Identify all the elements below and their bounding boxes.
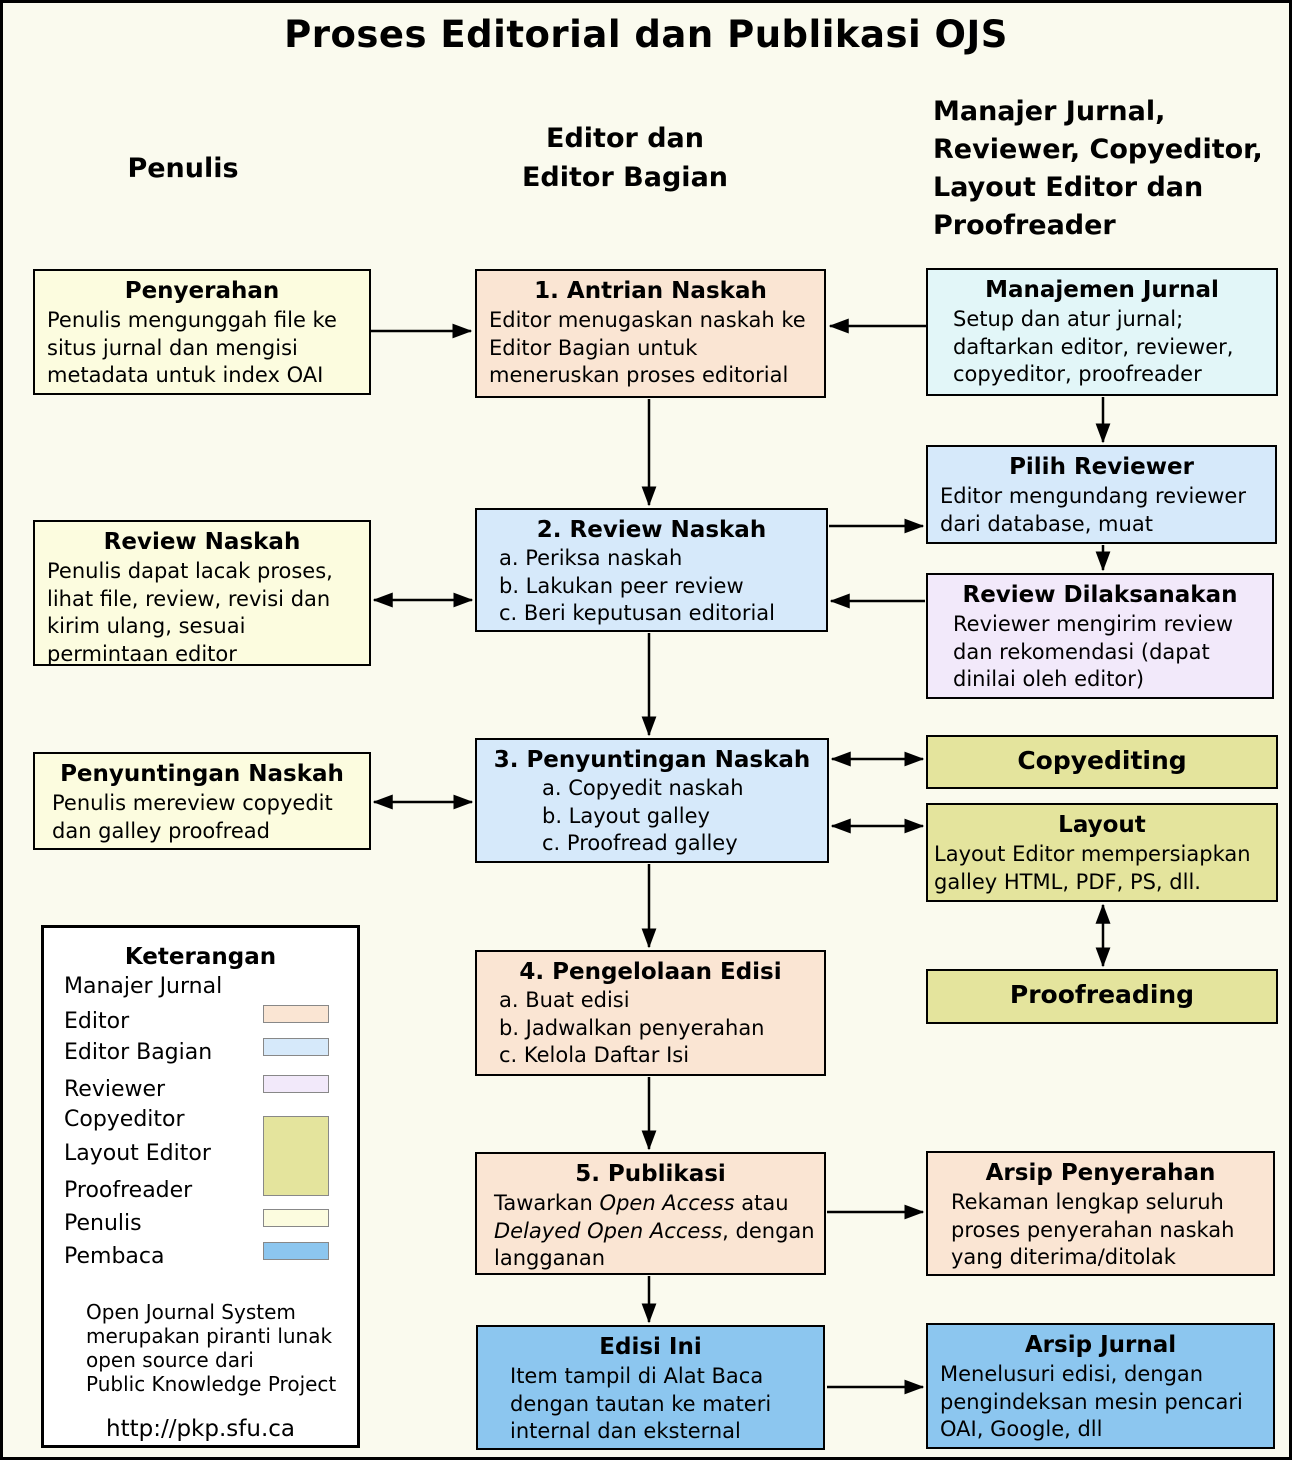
box-copyediting: Copyediting [926,735,1278,789]
box-title: Review Dilaksanakan [962,582,1238,608]
box-antrian-naskah: 1. Antrian Naskah Editor menugaskan nask… [475,269,826,398]
box-body: Menelusuri edisi, dengan pengindeksan me… [940,1362,1243,1441]
box-body: Editor menugaskan naskah ke Editor Bagia… [489,308,806,387]
box-proofreading: Proofreading [926,969,1278,1024]
box-body: Layout Editor mempersiapkan galley HTML,… [934,842,1251,894]
diagram-title: Proses Editorial dan Publikasi OJS [284,13,1008,56]
body-text-italic: Delayed Open Access [494,1218,723,1243]
box-item: a. Periksa naskah [499,546,683,570]
box-body: Rekaman lengkap seluruh proses penyeraha… [951,1190,1235,1269]
legend-note: Open Journal System merupakan piranti lu… [86,1300,337,1396]
box-body: Reviewer mengirim review dan rekomendasi… [953,612,1234,691]
box-title: 4. Pengelolaan Edisi [519,959,782,985]
legend: Keterangan Manajer Jurnal Editor Editor … [41,925,360,1448]
body-text: atau [734,1191,789,1215]
legend-swatch-copyeditor-layout-proofreader [263,1116,329,1196]
box-title: Edisi Ini [599,1334,702,1360]
box-title: Manajemen Jurnal [985,277,1219,303]
legend-label-penulis: Penulis [64,1211,142,1236]
box-body: Penulis mereview copyedit dan galley pro… [52,791,333,843]
legend-swatch-reviewer [263,1075,329,1093]
box-edisi-ini: Edisi Ini Item tampil di Alat Baca denga… [476,1325,825,1450]
column-header-manajer-reviewer: Manajer Jurnal, Reviewer, Copyeditor, La… [933,96,1263,241]
box-item: c. Beri keputusan editorial [499,601,776,625]
box-review-naskah: 2. Review Naskah a. Periksa naskah b. La… [475,508,828,632]
box-title: 5. Publikasi [575,1161,726,1187]
box-penyerahan: Penyerahan Penulis mengunggah file ke si… [33,269,371,395]
legend-label-manajer-jurnal: Manajer Jurnal [64,974,223,999]
box-body: Penulis dapat lacak proses, lihat file, … [47,559,333,666]
box-item: a. Copyedit naskah [542,776,744,800]
box-body: Setup dan atur jurnal; daftarkan editor,… [953,307,1234,386]
box-review-dilaksanakan: Review Dilaksanakan Reviewer mengirim re… [926,573,1274,699]
box-pilih-reviewer: Pilih Reviewer Editor mengundang reviewe… [926,445,1277,544]
box-layout: Layout Layout Editor mempersiapkan galle… [926,803,1278,902]
legend-label-proofreader: Proofreader [64,1178,193,1203]
column-header-penulis: Penulis [127,153,239,184]
box-item: b. Jadwalkan penyerahan [499,1015,765,1040]
box-body: Tawarkan Open Access atau Delayed Open A… [477,1189,824,1273]
legend-swatch-pembaca [263,1242,329,1260]
legend-label-copyeditor: Copyeditor [64,1107,185,1132]
box-arsip-penyerahan: Arsip Penyerahan Rekaman lengkap seluruh… [926,1151,1275,1276]
box-title: Layout [1058,812,1146,838]
box-item: b. Lakukan peer review [499,573,744,598]
box-body: Editor mengundang reviewer dari database… [940,484,1246,536]
legend-label-reviewer: Reviewer [64,1077,166,1102]
legend-swatch-editor-bagian [263,1038,329,1056]
box-publikasi: 5. Publikasi Tawarkan Open Access atau D… [475,1152,826,1275]
box-item: a. Buat edisi [499,988,630,1012]
box-pengelolaan-edisi: 4. Pengelolaan Edisi a. Buat edisi b. Ja… [475,950,826,1076]
body-text-italic: Open Access [599,1191,735,1215]
box-title: Pilih Reviewer [1009,454,1194,480]
box-body: Penulis mengunggah file ke situs jurnal … [47,308,337,387]
body-text: , dengan langganan [494,1218,815,1271]
box-item: c. Proofread galley [542,831,738,855]
legend-label-editor: Editor [64,1009,130,1034]
box-body: Item tampil di Alat Baca dengan tautan k… [510,1364,772,1443]
box-title: 1. Antrian Naskah [534,278,767,304]
box-title: Copyediting [1017,746,1187,775]
legend-swatch-editor [263,1005,329,1023]
column-header-editor: Editor dan Editor Bagian [521,123,729,193]
legend-label-layout-editor: Layout Editor [64,1141,211,1166]
legend-title: Keterangan [124,944,277,970]
body-text: Tawarkan [494,1191,600,1215]
box-review-naskah-penulis: Review Naskah Penulis dapat lacak proses… [33,520,371,666]
legend-label-pembaca: Pembaca [64,1244,165,1269]
legend-swatch-penulis [263,1209,329,1227]
box-title: 3. Penyuntingan Naskah [493,747,811,773]
box-title: Arsip Penyerahan [985,1160,1216,1186]
box-manajemen-jurnal: Manajemen Jurnal Setup dan atur jurnal; … [926,268,1278,396]
box-item: b. Layout galley [542,803,710,828]
legend-label-editor-bagian: Editor Bagian [64,1040,213,1065]
box-item: c. Kelola Daftar Isi [499,1043,690,1067]
legend-url: http://pkp.sfu.ca [106,1416,295,1442]
box-title: Penyerahan [124,278,280,304]
box-title: Penyuntingan Naskah [60,761,344,787]
box-title: Proofreading [1009,980,1195,1009]
box-title: Review Naskah [103,529,301,555]
box-penyuntingan-naskah: 3. Penyuntingan Naskah a. Copyedit naska… [475,738,829,863]
box-title: 2. Review Naskah [536,517,767,543]
box-penyuntingan-naskah-penulis: Penyuntingan Naskah Penulis mereview cop… [33,752,371,850]
box-title: Arsip Jurnal [1024,1332,1177,1358]
box-arsip-jurnal: Arsip Jurnal Menelusuri edisi, dengan pe… [926,1323,1275,1449]
